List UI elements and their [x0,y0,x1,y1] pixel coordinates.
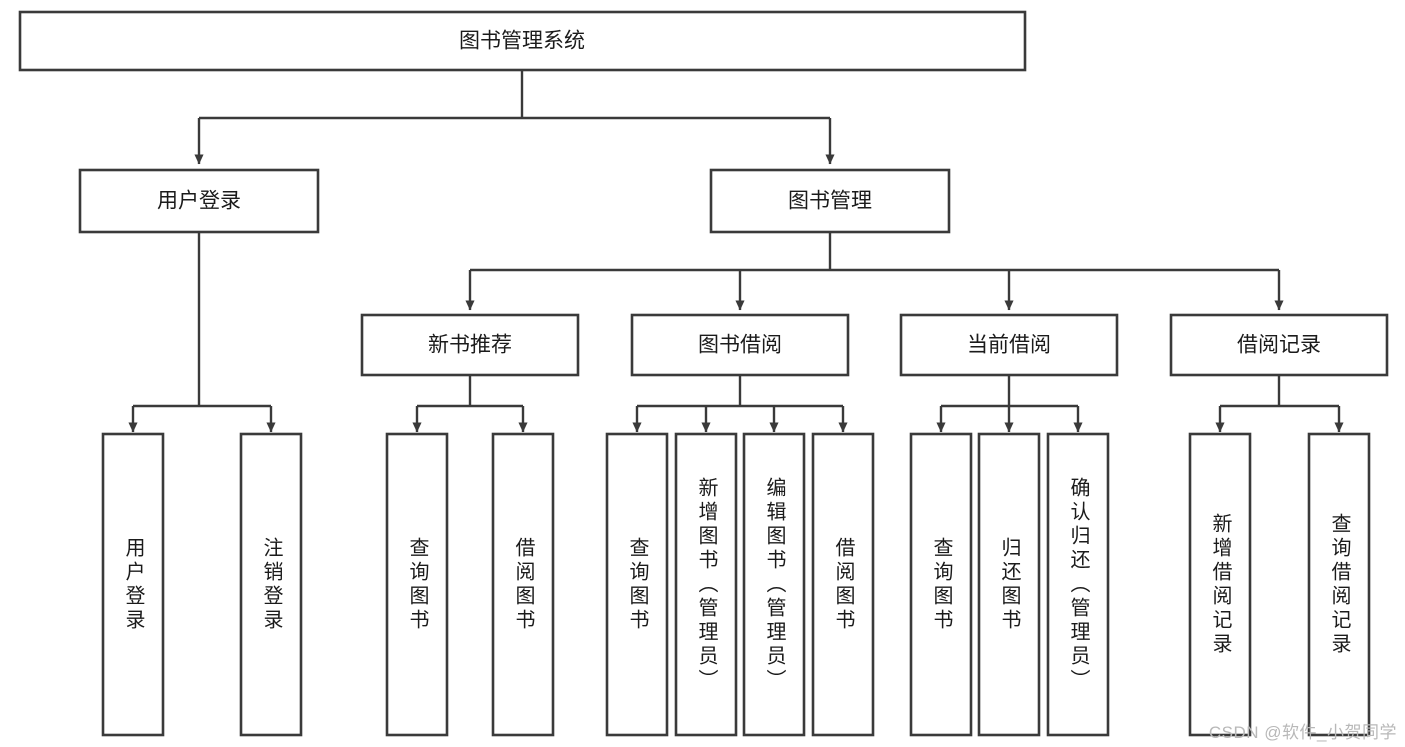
node-root[interactable]: 图书管理系统 [18,10,1027,72]
watermark: CSDN @软件_小贺同学 [1208,723,1397,742]
node-borrow-record-label: 借阅记录 [1237,334,1321,357]
leaf-user-login-rect[interactable] [101,432,165,737]
leaf-return-book-rect[interactable] [977,432,1041,737]
leaf-logout-login-rect[interactable] [239,432,303,737]
leaf-query-book-2-rect[interactable] [605,432,669,737]
leaf-add-book-rect[interactable] [674,432,738,737]
node-new-book-recommend-label: 新书推荐 [428,334,512,357]
connector-group-user-login [128,232,276,433]
node-borrow-record-rect[interactable] [1169,313,1389,377]
node-current-borrow[interactable]: 当前借阅 [899,313,1119,377]
node-book-borrow[interactable]: 图书借阅 [630,313,850,377]
node-new-book-recommend[interactable]: 新书推荐 [360,313,580,377]
node-book-manage-label: 图书管理 [788,190,872,213]
node-new-book-recommend-rect[interactable] [360,313,580,377]
leaf-boxes [101,432,1371,737]
connector-group-book-manage [465,232,1284,311]
node-borrow-record[interactable]: 借阅记录 [1169,313,1389,377]
leaf-query-book-3-rect[interactable] [909,432,973,737]
leaf-query-record-rect[interactable] [1307,432,1371,737]
leaf-borrow-book-2-rect[interactable] [811,432,875,737]
node-current-borrow-label: 当前借阅 [967,334,1051,357]
connector-group-root [194,70,835,165]
leaf-query-book-1-rect[interactable] [385,432,449,737]
node-user-login[interactable]: 用户登录 [78,168,320,234]
node-root-label: 图书管理系统 [459,30,585,53]
connector-group-book-borrow [632,375,848,433]
node-book-borrow-rect[interactable] [630,313,850,377]
leaf-borrow-book-1-rect[interactable] [491,432,555,737]
node-user-login-rect[interactable] [78,168,320,234]
leaf-confirm-return-rect[interactable] [1046,432,1110,737]
connector-group-current-borrow [936,375,1083,433]
node-root-rect[interactable] [18,10,1027,72]
node-user-login-label: 用户登录 [157,190,241,213]
node-current-borrow-rect[interactable] [899,313,1119,377]
connector-group-new-book-recommend [412,375,528,433]
connector-group-borrow-record [1215,375,1344,433]
node-book-manage[interactable]: 图书管理 [709,168,951,234]
leaf-add-record-rect[interactable] [1188,432,1252,737]
node-book-manage-rect[interactable] [709,168,951,234]
leaf-edit-book-rect[interactable] [742,432,806,737]
node-book-borrow-label: 图书借阅 [698,334,782,357]
